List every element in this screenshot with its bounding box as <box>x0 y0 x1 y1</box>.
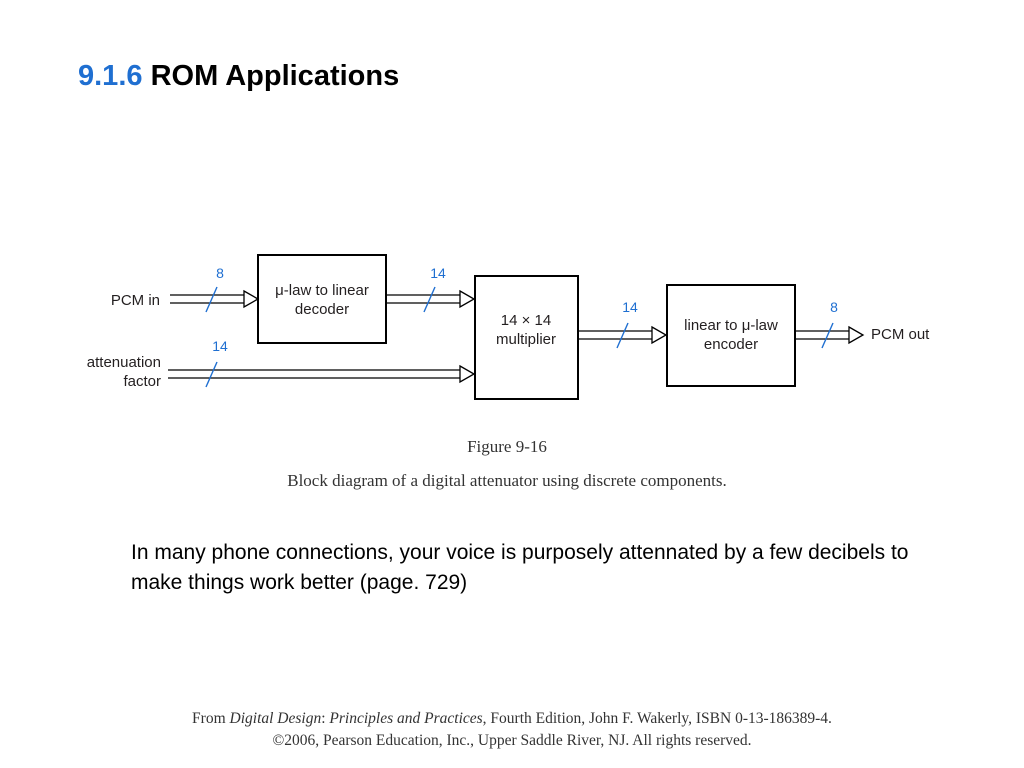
bus-width-attenuation: 14 <box>212 338 228 354</box>
attenuation-label-line2: factor <box>123 373 161 390</box>
bus-slash-pcm-out <box>821 322 834 349</box>
wire-pcm-out <box>795 325 865 345</box>
multiplier-block <box>474 275 579 400</box>
citation-prefix: From <box>192 710 230 727</box>
bus-width-decoder-out: 14 <box>430 265 446 281</box>
figure-number: Figure 9-16 <box>467 437 547 456</box>
citation-line1: From Digital Design: Principles and Prac… <box>0 708 1024 730</box>
attenuation-label-line1: attenuation <box>87 354 161 371</box>
citation-colon: : <box>321 710 330 727</box>
citation-rest: , Fourth Edition, John F. Wakerly, ISBN … <box>482 710 832 727</box>
decoder-block <box>257 254 387 344</box>
bus-slash-attenuation <box>205 361 218 388</box>
body-text: In many phone connections, your voice is… <box>131 541 909 594</box>
citation-subtitle: Principles and Practices <box>329 710 483 727</box>
citation-book-title: Digital Design <box>229 710 322 727</box>
encoder-label-line1: linear to μ-law <box>684 317 778 334</box>
citation: From Digital Design: Principles and Prac… <box>0 708 1024 752</box>
bus-width-multiplier-out: 14 <box>622 299 638 315</box>
pcm-in-label: PCM in <box>111 292 160 309</box>
decoder-label-line1: μ-law to linear <box>275 282 369 299</box>
wire-attenuation <box>168 364 476 384</box>
figure-caption: Block diagram of a digital attenuator us… <box>287 471 727 490</box>
wire-decoder-out <box>386 289 476 309</box>
decoder-label-line2: decoder <box>295 301 349 318</box>
bus-width-pcm-out: 8 <box>830 299 838 315</box>
encoder-label-line2: encoder <box>704 336 758 353</box>
bus-slash-pcm-in <box>205 286 218 313</box>
bus-slash-decoder-out <box>423 286 436 313</box>
wire-pcm-in <box>170 289 260 309</box>
encoder-block <box>666 284 796 387</box>
slide-title: 9.1.6 ROM Applications <box>78 60 399 93</box>
bus-width-pcm-in: 8 <box>216 265 224 281</box>
bus-slash-multiplier-out <box>616 322 629 349</box>
multiplier-label-line1: 14 × 14 <box>501 312 551 329</box>
pcm-out-label: PCM out <box>871 326 930 343</box>
section-number: 9.1.6 <box>78 60 143 92</box>
title-text: ROM Applications <box>150 60 400 92</box>
multiplier-label-line2: multiplier <box>496 331 556 348</box>
wire-multiplier-out <box>578 325 668 345</box>
citation-line2: ©2006, Pearson Education, Inc., Upper Sa… <box>272 732 752 749</box>
